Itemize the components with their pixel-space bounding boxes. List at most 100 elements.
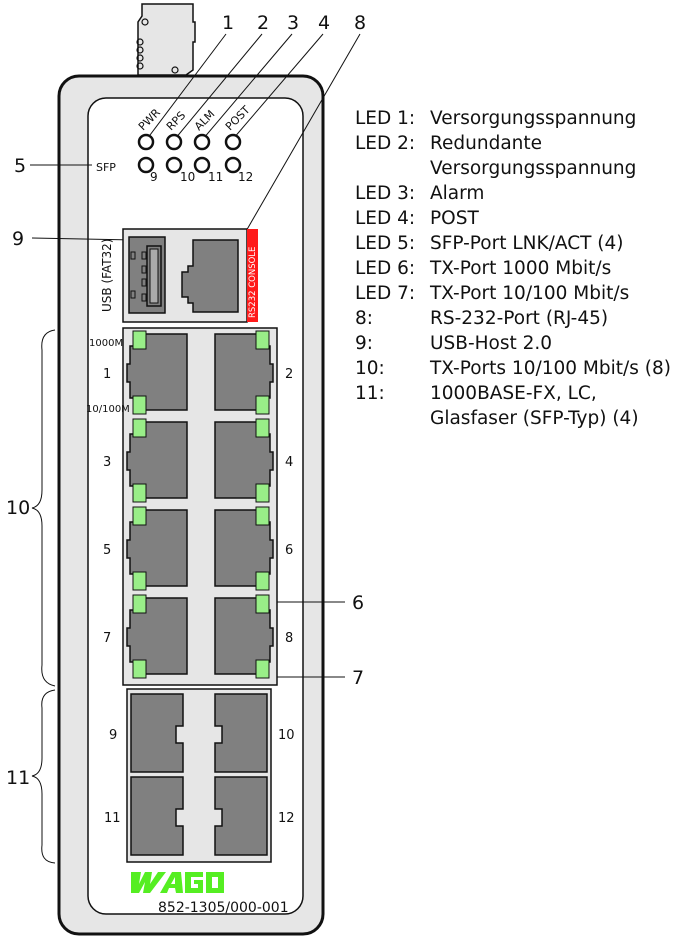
led-10-100m-port-7 [132, 659, 147, 679]
led-1000m-port-4 [255, 418, 270, 438]
legend-row: LED 1: Versorgungsspannung [355, 106, 671, 131]
led-alm [193, 133, 211, 151]
rj45-port-1[interactable] [126, 333, 188, 411]
legend-label [355, 156, 430, 181]
legend-row: 11:1000BASE-FX, LC, [355, 381, 671, 406]
sfp-port-number: 10 [278, 728, 295, 743]
sfp-led-number: 9 [150, 170, 158, 184]
legend-row: LED 3:Alarm [355, 181, 671, 206]
legend-label: LED 2: [355, 133, 416, 154]
legend-row: LED 6:TX-Port 1000 Mbit/s [355, 256, 671, 281]
legend-value: USB-Host 2.0 [430, 333, 553, 354]
clip-holes [136, 18, 179, 74]
sfp-port-12[interactable] [214, 776, 268, 856]
legend-value: Versorgungsspannung [430, 108, 637, 129]
sfp-port-number: 11 [104, 811, 121, 826]
led-pwr [137, 133, 155, 151]
led-10-100m-port-3 [132, 483, 147, 503]
legend-row: 10:TX-Ports 10/100 Mbit/s (8) [355, 356, 671, 381]
rs232-console-port[interactable] [181, 239, 239, 313]
legend-row: LED 2: Redundante [355, 131, 671, 156]
speed-label-10-100m: 10/100M [86, 404, 130, 415]
led-1000m-port-6 [255, 506, 270, 526]
callout-lines [30, 33, 361, 678]
speed-label-1000m: 1000M [89, 338, 123, 349]
callout-7: 7 [352, 667, 364, 689]
rj45-port-number: 5 [103, 543, 111, 558]
rj45-port-number: 3 [103, 455, 111, 470]
led-1000m-port-8 [255, 594, 270, 614]
legend-label [355, 406, 430, 431]
led-1000m-port-7 [132, 594, 147, 614]
callout-3: 3 [287, 12, 299, 34]
rj45-port-5[interactable] [126, 509, 188, 587]
led-1000m-port-1 [132, 330, 147, 350]
console-label: RS232 CONSOLE [248, 247, 258, 318]
led-post [224, 133, 242, 151]
legend-row: 8:RS-232-Port (RJ-45) [355, 306, 671, 331]
callout-5: 5 [14, 155, 26, 177]
legend-row: Glasfaser (SFP-Typ) (4) [355, 406, 671, 431]
rj45-port-7[interactable] [126, 597, 188, 675]
legend-label: 9: [355, 333, 374, 354]
sfp-led-10 [165, 156, 183, 174]
sfp-led-number: 10 [180, 170, 195, 184]
legend-label: LED 1: [355, 108, 416, 129]
led-rps [165, 133, 183, 151]
callout-2: 2 [257, 12, 269, 34]
sfp-led-number: 11 [208, 170, 223, 184]
legend-value: Versorgungsspannung [430, 158, 637, 179]
brace-10 [31, 329, 56, 687]
rj45-port-number: 6 [285, 543, 293, 558]
legend-label: LED 5: [355, 233, 416, 254]
callout-10: 10 [6, 497, 30, 519]
legend-value: TX-Ports 10/100 Mbit/s (8) [430, 358, 671, 379]
sfp-port-11[interactable] [130, 776, 184, 856]
legend-row: Versorgungsspannung [355, 156, 671, 181]
sfp-led-number: 12 [238, 170, 253, 184]
led-10-100m-port-6 [255, 571, 270, 591]
console-label-strip [247, 229, 258, 322]
callout-4: 4 [318, 12, 330, 34]
sfp-port-9[interactable] [130, 693, 184, 773]
led-1000m-port-3 [132, 418, 147, 438]
legend-value: POST [430, 208, 479, 229]
sfp-port-number: 12 [278, 811, 295, 826]
led-10-100m-port-8 [255, 659, 270, 679]
legend-label: LED 3: [355, 183, 416, 204]
led-10-100m-port-5 [132, 571, 147, 591]
legend-label: 8: [355, 308, 374, 329]
callout-6: 6 [352, 592, 364, 614]
legend-label: LED 6: [355, 258, 416, 279]
legend-value: Glasfaser (SFP-Typ) (4) [430, 408, 639, 429]
sfp-port-number: 9 [109, 728, 117, 743]
callout-1: 1 [222, 12, 234, 34]
legend-value: SFP-Port LNK/ACT (4) [430, 233, 624, 254]
sfp-led-11 [193, 156, 211, 174]
usb-port[interactable] [128, 236, 166, 314]
sfp-port-10[interactable] [214, 693, 268, 773]
legend-label: LED 7: [355, 283, 416, 304]
din-rail-clip [137, 3, 196, 76]
legend-row: LED 4:POST [355, 206, 671, 231]
brace-11 [31, 689, 56, 864]
model-number: 852-1305/000-001 [158, 900, 289, 916]
legend-value: Redundante [430, 133, 543, 154]
rj45-port-3[interactable] [126, 421, 188, 499]
sfp-led-9 [137, 156, 155, 174]
legend-label: 11: [355, 383, 385, 404]
callout-8: 8 [354, 12, 366, 34]
led-1000m-port-2 [255, 330, 270, 350]
led-10-100m-port-4 [255, 483, 270, 503]
wago-logo [131, 872, 224, 893]
led-10-100m-port-1 [132, 395, 147, 415]
legend-row: LED 7:TX-Port 10/100 Mbit/s [355, 281, 671, 306]
rj45-port-number: 1 [103, 367, 111, 382]
sfp-led-label: SFP [96, 161, 116, 174]
led-1000m-port-5 [132, 506, 147, 526]
rj45-port-number: 8 [285, 631, 293, 646]
sfp-led-12 [224, 156, 242, 174]
legend-row: 9: USB-Host 2.0 [355, 331, 671, 356]
